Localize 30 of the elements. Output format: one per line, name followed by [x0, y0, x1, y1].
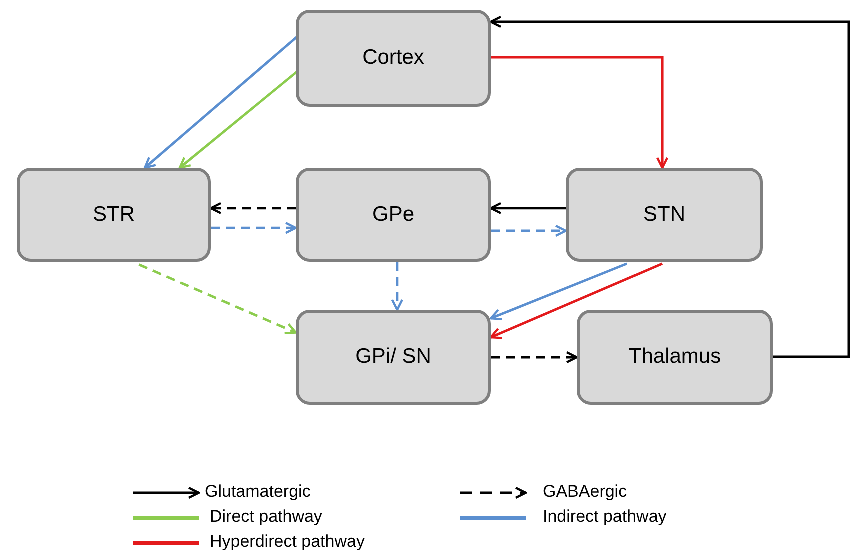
- node-label: GPi/ SN: [356, 344, 432, 370]
- process-box: [296, 10, 491, 107]
- legend-label: Hyperdirect pathway: [210, 532, 365, 552]
- process-box: [566, 168, 763, 262]
- process-box: [296, 168, 491, 262]
- process-box: [17, 168, 211, 262]
- arrow: [491, 56, 669, 170]
- node-label: Thalamus: [628, 344, 722, 370]
- node-label: STN: [644, 202, 686, 228]
- legend-label: Glutamatergic: [205, 482, 311, 502]
- arrow: [391, 262, 404, 312]
- arrow: [490, 262, 628, 321]
- arrow: [491, 351, 578, 364]
- legend-label: Direct pathway: [210, 507, 322, 527]
- legend-label: Indirect pathway: [543, 507, 667, 527]
- arrow: [144, 36, 298, 170]
- arrow: [178, 71, 298, 170]
- process-box: [577, 310, 773, 405]
- node-label: GPe: [372, 202, 415, 228]
- arrow: [490, 262, 664, 340]
- legend-label: GABAergic: [543, 482, 628, 502]
- arrow: [490, 16, 850, 358]
- arrow: [490, 202, 566, 215]
- arrow: [138, 264, 298, 334]
- arrow: [210, 202, 296, 215]
- node-label: STR: [93, 202, 135, 228]
- arrow: [211, 222, 298, 234]
- arrow: [491, 224, 568, 238]
- process-box: [296, 310, 491, 405]
- node-label: Cortex: [362, 45, 424, 72]
